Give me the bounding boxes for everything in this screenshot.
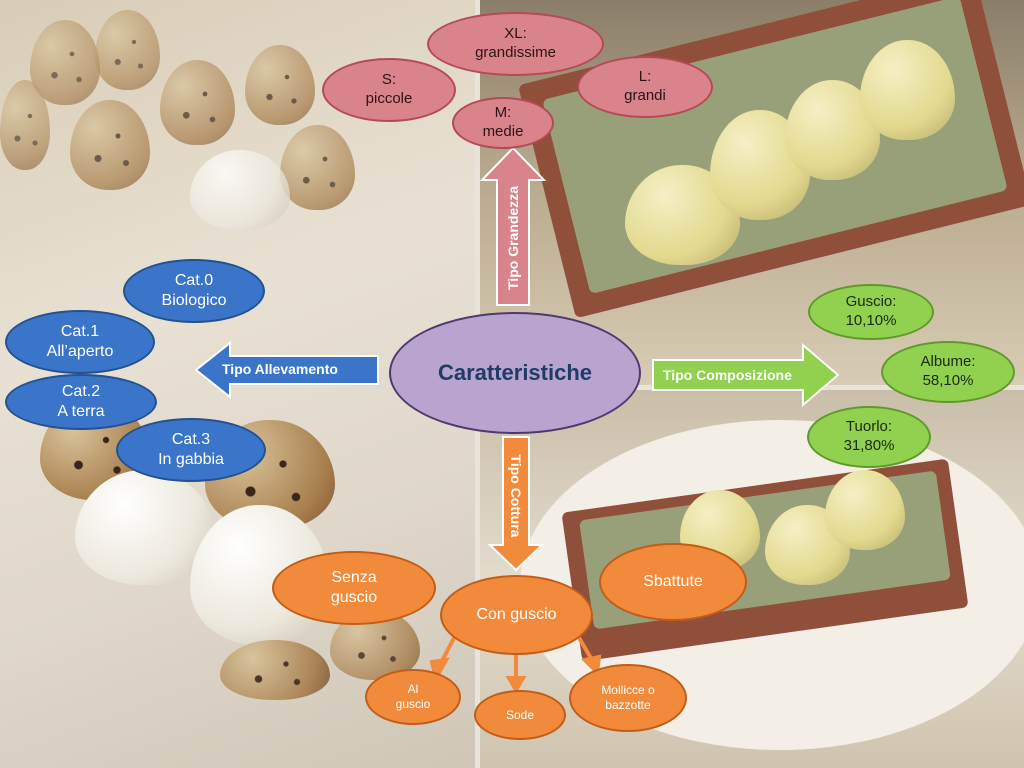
- label-tipo-cottura: Tipo Cottura: [508, 454, 524, 538]
- node-breeding-cat0: Cat.0 Biologico: [123, 259, 265, 323]
- arrow-tipo-allevamento: [194, 340, 379, 400]
- node-composition-albume: Albume: 58,10%: [881, 341, 1015, 403]
- node-size-xl: XL: grandissime: [427, 12, 604, 76]
- speckled-egg: [70, 100, 150, 190]
- node-cooking-con-guscio: Con guscio: [440, 575, 593, 655]
- label-tipo-grandezza: Tipo Grandezza: [505, 186, 521, 290]
- node-breeding-cat3: Cat.3 In gabbia: [116, 418, 266, 482]
- connector-mollicce: [576, 634, 594, 662]
- node-composition-tuorlo: Tuorlo: 31,80%: [807, 406, 931, 468]
- center-node-caratteristiche: Caratteristiche: [389, 312, 641, 434]
- speckled-egg: [0, 80, 50, 170]
- cooking-subconnectors: [429, 634, 602, 694]
- arrow-tipo-cottura: [487, 436, 545, 572]
- node-cooking-mollicce: Mollicce o bazzotte: [569, 664, 687, 732]
- eggs-in-tray-photo-bottom: [480, 390, 1024, 768]
- label-tipo-composizione: Tipo Composizione: [663, 367, 792, 383]
- node-size-l: L: grandi: [577, 56, 713, 118]
- white-egg: [190, 150, 290, 230]
- eggshell-fragments: [220, 640, 330, 700]
- connector-sode-head: [505, 676, 527, 694]
- speckled-egg: [95, 10, 160, 90]
- node-breeding-cat1: Cat.1 All’aperto: [5, 310, 155, 374]
- node-cooking-sbattute: Sbattute: [599, 543, 747, 621]
- node-size-s: S: piccole: [322, 58, 456, 122]
- speckled-egg: [245, 45, 315, 125]
- speckled-egg: [280, 125, 355, 210]
- speckled-egg: [160, 60, 235, 145]
- peeled-egg: [860, 40, 955, 140]
- node-cooking-al-guscio: Al guscio: [365, 669, 461, 725]
- speckled-egg: [30, 20, 100, 105]
- node-size-m: M: medie: [452, 97, 554, 149]
- label-tipo-allevamento: Tipo Allevamento: [222, 361, 338, 377]
- node-cooking-senza-guscio: Senza guscio: [272, 551, 436, 625]
- connector-mollicce-head: [580, 654, 602, 677]
- node-composition-guscio: Guscio: 10,10%: [808, 284, 934, 340]
- node-cooking-sode: Sode: [474, 690, 566, 740]
- arrow-tipo-grandezza: [479, 146, 547, 306]
- peeled-egg: [825, 470, 905, 550]
- node-breeding-cat2: Cat.2 A terra: [5, 374, 157, 430]
- arrow-tipo-composizione: [652, 342, 840, 408]
